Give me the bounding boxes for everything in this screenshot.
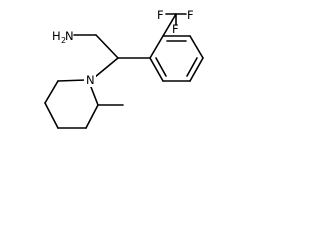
amine-label: H 2 N [52, 29, 74, 45]
bond-ar6-ar1 [149, 57, 164, 82]
bond-ring-cf3 [162, 13, 177, 37]
piperidine-ring [44, 79, 124, 129]
benzene-ring [149, 35, 204, 82]
amine-subscript: 2 [61, 36, 66, 45]
fluorine-bottom-label: F [172, 22, 179, 36]
fluorine-left-label: F [157, 8, 164, 22]
fluorine-right-label: F [187, 8, 194, 22]
bond-ch2-ch [95, 34, 119, 59]
bond-ch-nitrogen [94, 57, 119, 78]
bond-c5-c4 [44, 102, 59, 129]
chemical-structure: H 2 N N F F F [44, 8, 204, 129]
trifluoromethyl-group [162, 13, 187, 37]
bond-ar4-ar5 [189, 57, 204, 82]
double-bond-inner-left [155, 57, 167, 77]
bond-c2-n [90, 86, 99, 106]
nitrogen-label-mask [84, 72, 96, 87]
amine-hydrogen: H [52, 29, 61, 43]
bond-c3-c2 [85, 104, 99, 129]
bond-c6-c5 [44, 80, 59, 104]
piperidine-nitrogen-label: N [86, 73, 95, 87]
amine-nitrogen: N [65, 29, 74, 43]
bond-ar1-ar2 [149, 35, 164, 59]
bond-ar3-ar4 [189, 35, 204, 59]
bond-n-c6 [57, 79, 87, 82]
double-bond-inner-right [186, 57, 198, 77]
